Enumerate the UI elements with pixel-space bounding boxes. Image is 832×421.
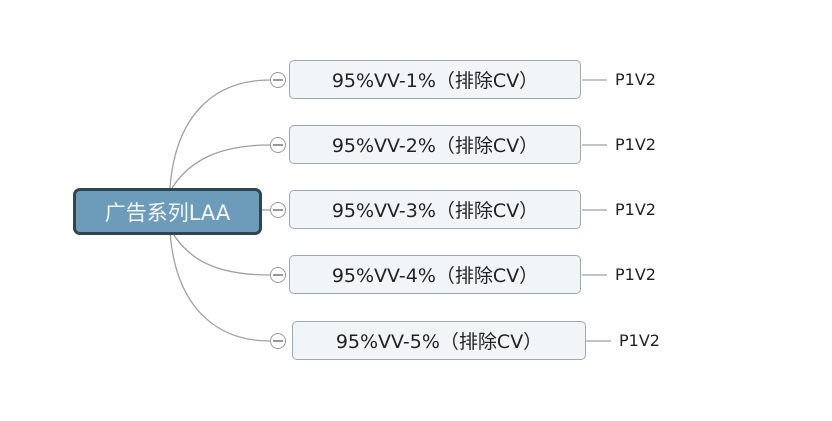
connector-5 <box>169 231 271 342</box>
collapse-icon[interactable] <box>270 267 286 283</box>
tag-connectors <box>582 79 611 342</box>
child-topic-3[interactable]: 95%VV-3%（排除CV） <box>289 190 581 229</box>
child-tag-1[interactable]: P1V2 <box>615 70 656 89</box>
child-tag-3[interactable]: P1V2 <box>615 200 656 219</box>
connector-4 <box>171 231 271 276</box>
connector-2 <box>171 144 271 189</box>
child-topic-5[interactable]: 95%VV-5%（排除CV） <box>292 321 586 360</box>
child-topic-1[interactable]: 95%VV-1%（排除CV） <box>289 60 581 99</box>
collapse-icon[interactable] <box>270 333 286 349</box>
child-topic-2[interactable]: 95%VV-2%（排除CV） <box>289 125 581 164</box>
child-tag-4[interactable]: P1V2 <box>615 265 656 284</box>
collapse-icon[interactable] <box>270 137 286 153</box>
child-tag-2[interactable]: P1V2 <box>615 135 656 154</box>
child-topic-4[interactable]: 95%VV-4%（排除CV） <box>289 255 581 294</box>
child-tag-5[interactable]: P1V2 <box>619 331 660 350</box>
collapse-icon[interactable] <box>270 72 286 88</box>
collapse-icon[interactable] <box>270 202 286 218</box>
connector-1 <box>169 79 271 189</box>
root-topic[interactable]: 广告系列LAA <box>73 188 262 235</box>
